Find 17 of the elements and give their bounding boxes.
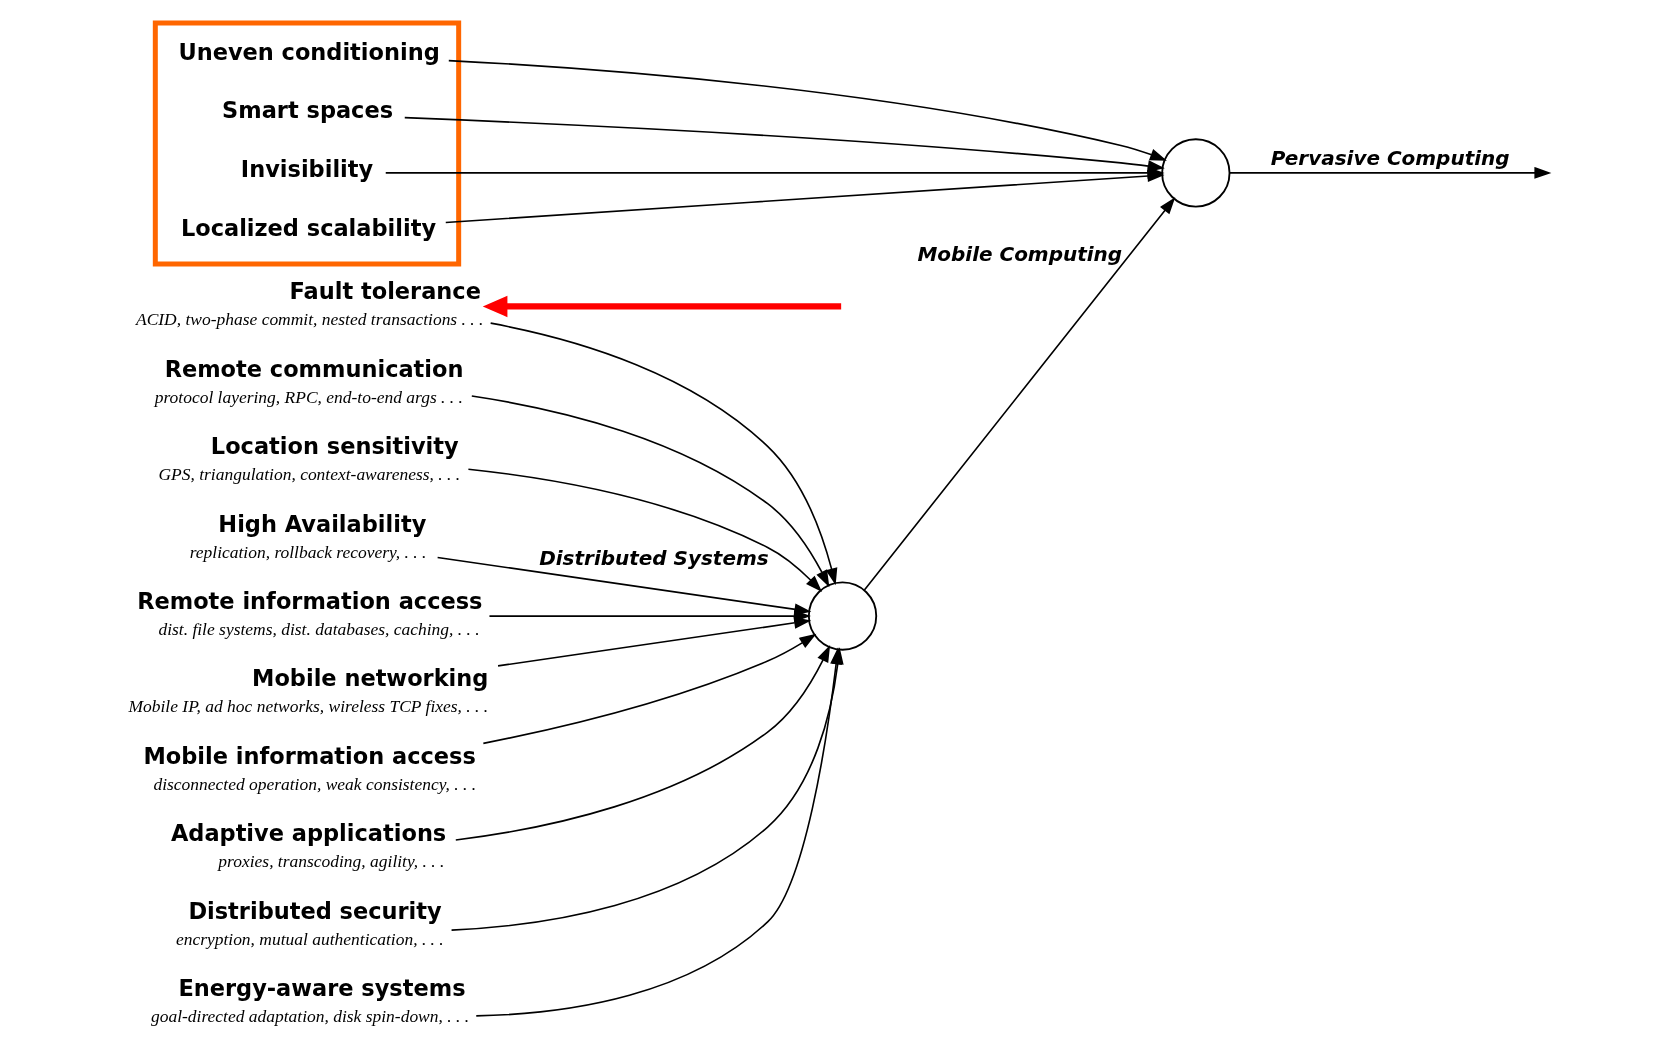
node-text: Fault tolerance ACID, two-phase commit, nested transactions . . . xyxy=(135,278,483,330)
edge-label: Mobile Computing xyxy=(916,242,1122,267)
node-text: Localized scalability xyxy=(180,214,436,241)
node-text: Distributed security encryption, mutual authentication, . . . xyxy=(175,897,444,949)
node-text: High Availability replication, rollback recovery, . . . xyxy=(189,510,426,562)
node-text: Adaptive applications proxies, transcoding, agility, . . . xyxy=(170,820,446,872)
node-text: Remote information access dist. file systems, dist. databases, caching, . . . xyxy=(136,588,482,640)
node-text: Mobile networking Mobile IP, ad hoc networks, wireless TCP fixes, . . . xyxy=(127,665,488,717)
node-text: Mobile information access disconnected operation, weak consistency, . . . xyxy=(142,742,476,794)
edge-label: Distributed Systems xyxy=(538,545,769,570)
edge-label: Pervasive Computing xyxy=(1270,146,1510,171)
node-text: Invisibility xyxy=(240,156,373,183)
node-text: Energy-aware systems goal-directed adaptation, disk spin-down, . . . xyxy=(150,975,469,1027)
node-text: Uneven conditioning xyxy=(177,38,440,65)
node-text: Location sensitivity GPS, triangulation, context-awareness, . . . xyxy=(157,433,460,485)
node-text: Remote communication protocol layering, RPC, end-to-end args . . . xyxy=(154,355,464,407)
node-text: Smart spaces xyxy=(221,97,393,124)
